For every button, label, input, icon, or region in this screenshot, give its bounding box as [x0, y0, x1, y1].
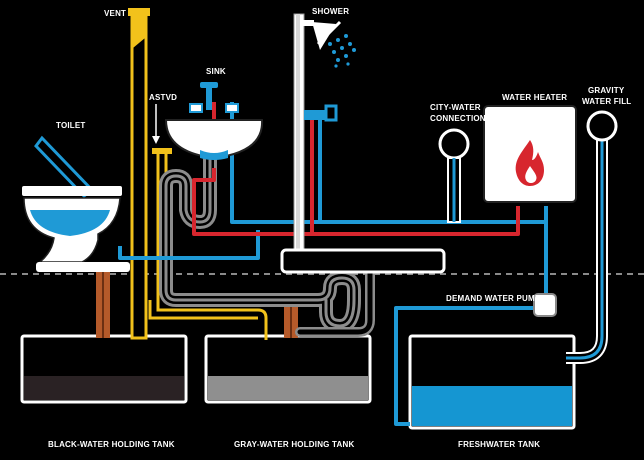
astvd-label: ASTVD — [149, 93, 177, 102]
gravity-fill-label-1: GRAVITY — [588, 86, 625, 95]
shower-spray — [328, 34, 356, 68]
water-heater-label: WATER HEATER — [502, 93, 567, 102]
flame-icon — [515, 140, 544, 186]
city-water-pipe — [447, 157, 461, 223]
toilet-label: TOILET — [56, 121, 86, 130]
black-water-level — [24, 376, 184, 400]
black-tank-label: BLACK-WATER HOLDING TANK — [48, 440, 175, 449]
sink-label: SINK — [206, 67, 226, 76]
gray-water-tank — [204, 334, 372, 404]
toilet-drain-pipe — [96, 272, 110, 338]
astvd-arrow-icon — [152, 104, 160, 144]
sink-faucet — [189, 82, 239, 113]
gray-tank-label: GRAY-WATER HOLDING TANK — [234, 440, 354, 449]
demand-pump-label: DEMAND WATER PUMP — [446, 294, 541, 303]
freshwater-level — [412, 386, 572, 426]
demand-water-pump — [533, 293, 557, 317]
gravity-fill-label-2: WATER FILL — [582, 97, 631, 106]
vent-pipe — [128, 8, 150, 340]
gray-water-drain — [159, 151, 375, 337]
freshwater-tank-label: FRESHWATER TANK — [458, 440, 540, 449]
city-water-inlet — [438, 128, 470, 160]
sink-basin — [164, 119, 264, 160]
gray-tank-inlet-pipe — [284, 306, 298, 338]
shower-pan — [280, 248, 446, 274]
gravity-fill-pipe — [566, 140, 608, 364]
vent-label: VENT — [104, 9, 126, 18]
black-water-tank — [20, 334, 188, 404]
city-water-label-2: CONNECTION — [430, 114, 486, 123]
toilet — [22, 135, 130, 272]
gravity-fill-inlet — [586, 110, 618, 142]
freshwater-tank — [408, 334, 576, 430]
gray-water-level — [208, 376, 368, 400]
city-water-label-1: CITY-WATER — [430, 103, 481, 112]
shower-label: SHOWER — [312, 7, 349, 16]
shower-valve — [304, 104, 338, 122]
shower-head-icon — [312, 20, 342, 50]
